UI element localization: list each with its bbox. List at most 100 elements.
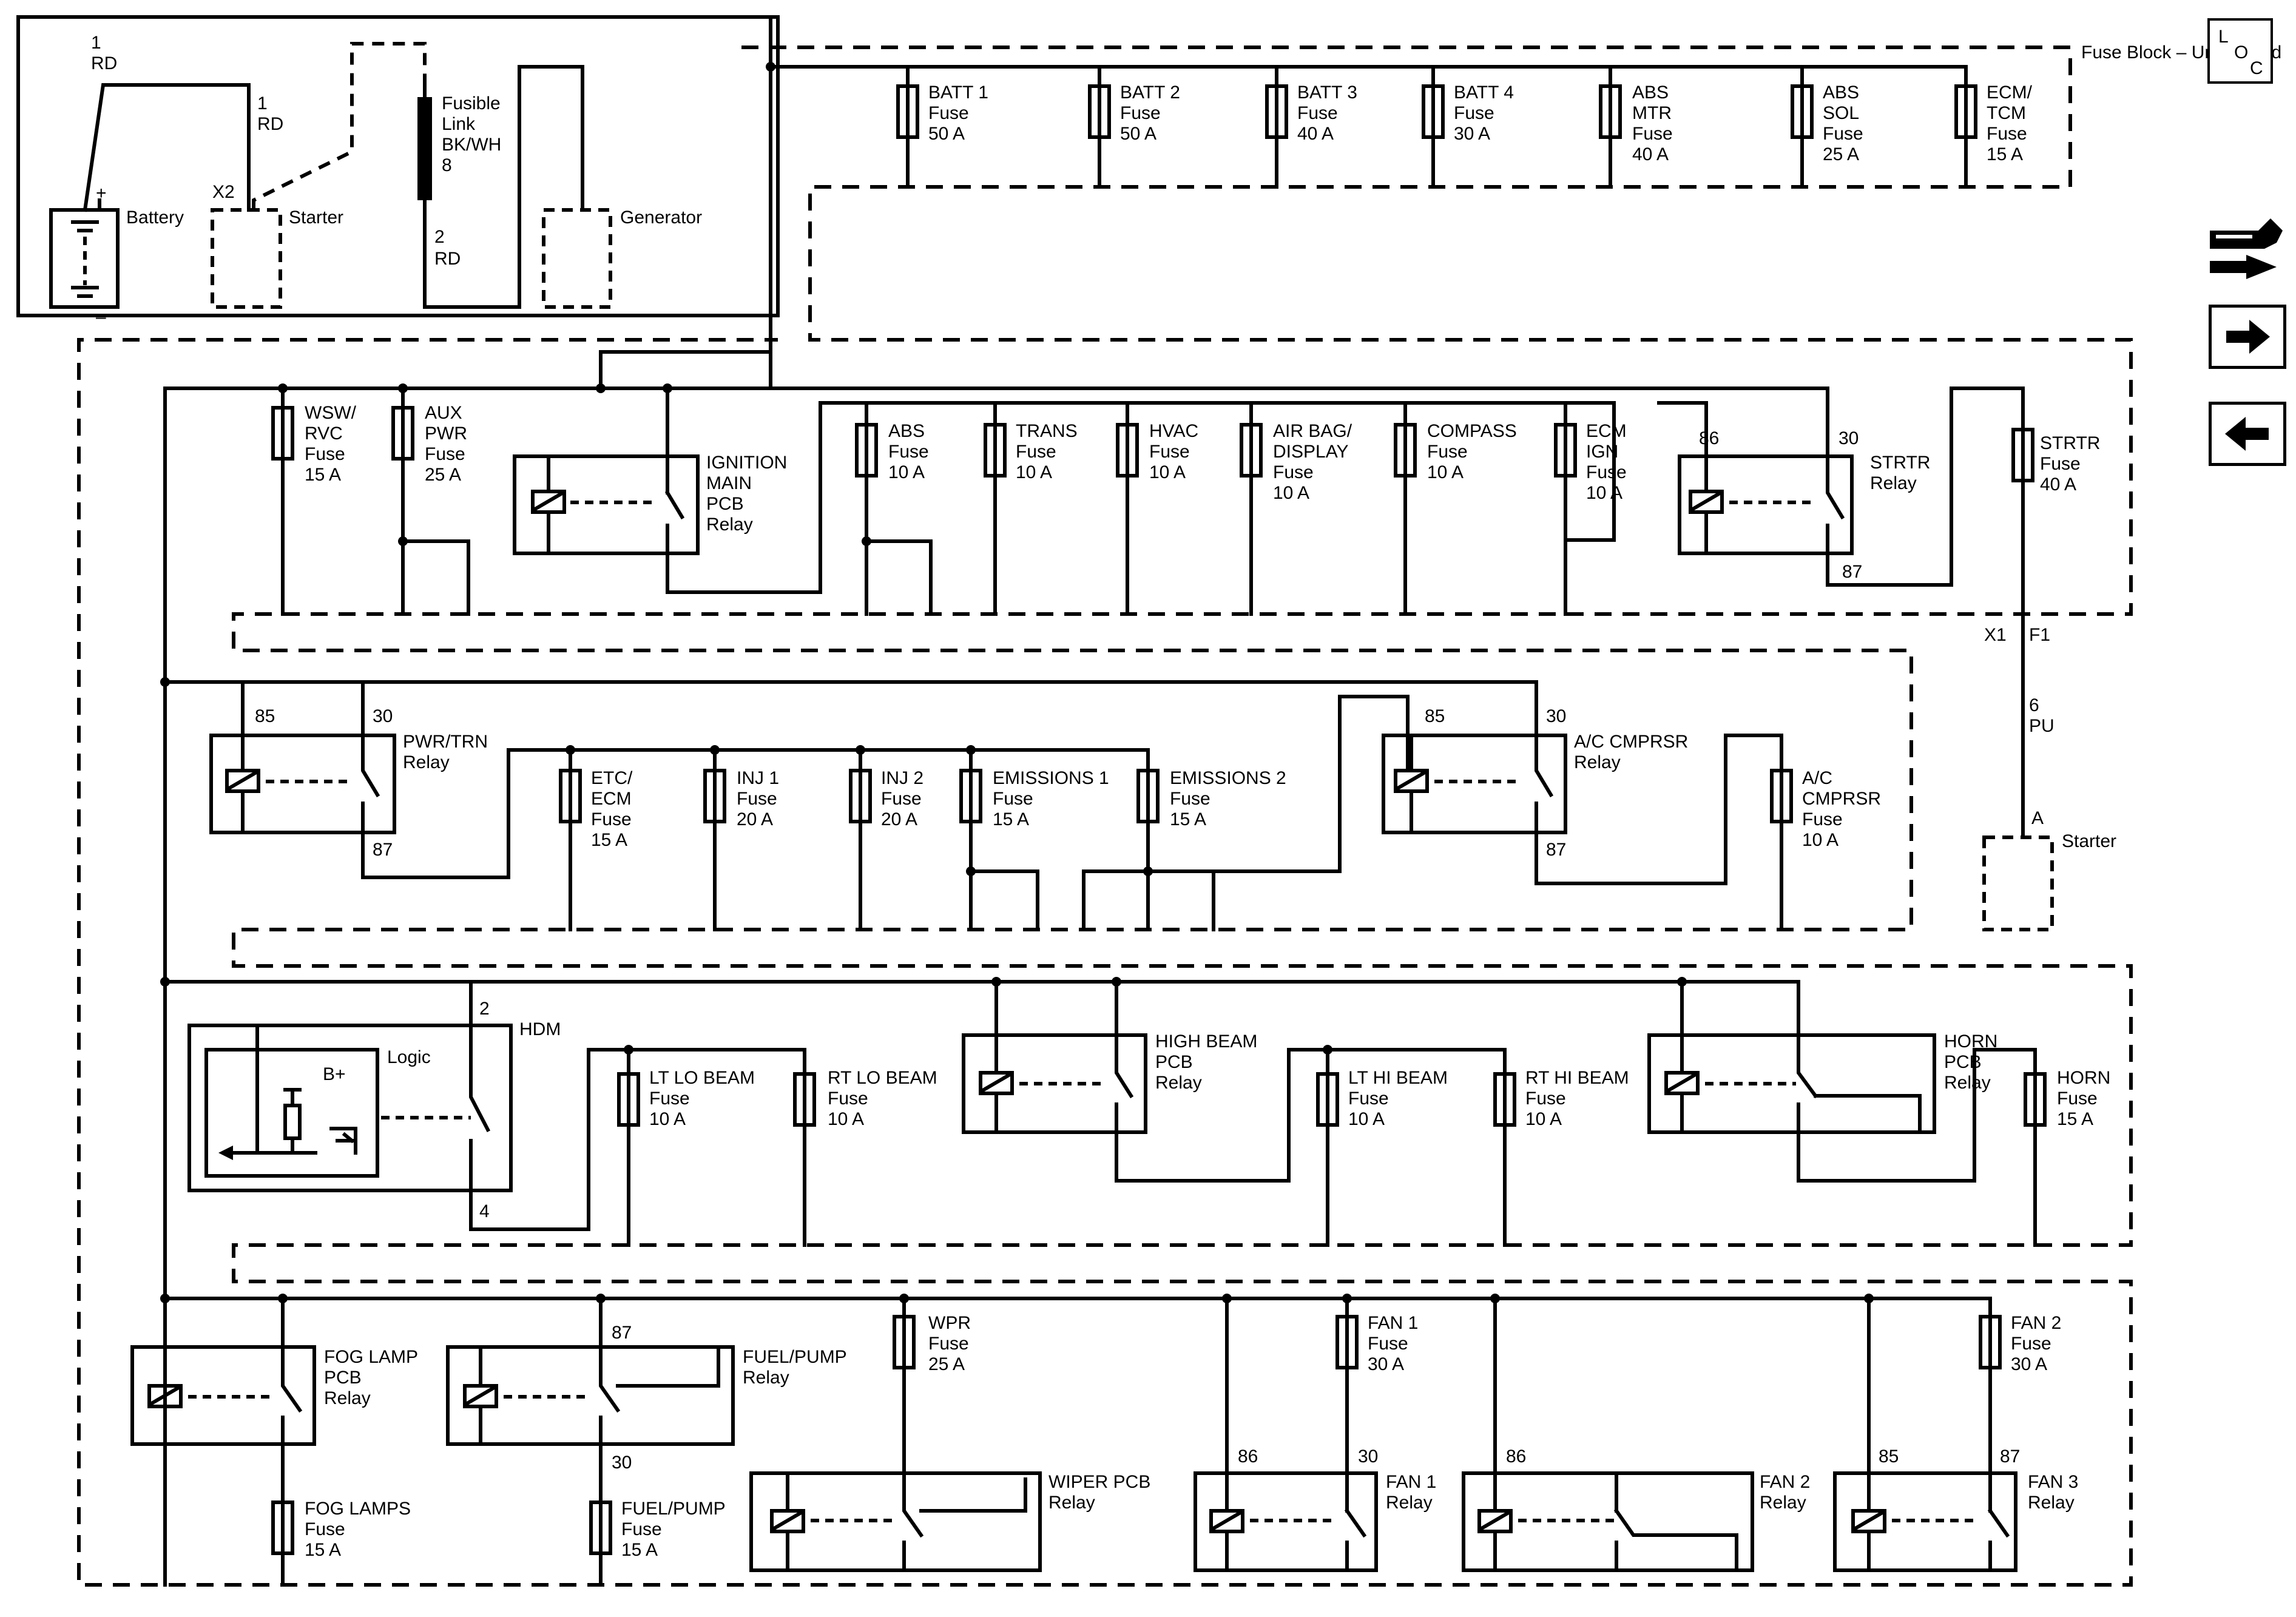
diagram-label: INJ 2 bbox=[881, 768, 923, 788]
diagram-label: COMPASS bbox=[1427, 421, 1517, 441]
diagram-label: BATT 1 bbox=[928, 83, 988, 103]
diagram-label: Relay bbox=[1870, 473, 1917, 493]
diagram-label: FOG LAMPS bbox=[305, 1499, 411, 1519]
fusible-link-l3: BK/WH bbox=[442, 135, 501, 155]
diagram-label: 87 bbox=[1546, 840, 1566, 860]
arrow-right-icon bbox=[2226, 320, 2270, 354]
diagram-label: A/C bbox=[1802, 768, 1832, 788]
diagram-label: 87 bbox=[612, 1323, 632, 1343]
diagram-label: DISPLAY bbox=[1273, 442, 1349, 462]
fusible-link: Fusible Link BK/WH 8 2 RD bbox=[417, 65, 584, 309]
diagram-label: Fuse bbox=[881, 789, 922, 809]
generator: Generator bbox=[542, 208, 702, 309]
diagram-label: HORN bbox=[2057, 1068, 2110, 1088]
diagram-label: Relay bbox=[1386, 1493, 1433, 1513]
diagram-label: IGNITION bbox=[706, 453, 787, 473]
starter-top: X2 Starter bbox=[211, 42, 427, 309]
diagram-label: HVAC bbox=[1149, 421, 1198, 441]
wire-1-num: 1 bbox=[91, 33, 101, 53]
diagram-label: 85 bbox=[1879, 1447, 1899, 1467]
connector-tool-icon[interactable] bbox=[2204, 206, 2289, 285]
diagram-label: WIPER PCB bbox=[1048, 1472, 1150, 1492]
next-page-button[interactable] bbox=[2209, 305, 2286, 369]
diagram-label: 10 A bbox=[1348, 1109, 1385, 1129]
diagram-label: B+ bbox=[323, 1064, 346, 1084]
diagram-label: AIR BAG/ bbox=[1273, 421, 1352, 441]
diagram-label: 10 A bbox=[1273, 483, 1309, 503]
diagram-label: 15 A bbox=[621, 1540, 658, 1560]
diagram-label: TRANS bbox=[1016, 421, 1078, 441]
diagram-label: A/C CMPRSR bbox=[1574, 732, 1688, 752]
diagram-label: Fuse bbox=[305, 1519, 345, 1539]
diagram-label: LT HI BEAM bbox=[1348, 1068, 1448, 1088]
diagram-label: 10 A bbox=[1802, 830, 1838, 850]
diagram-label: Logic bbox=[387, 1047, 431, 1067]
diagram-label: SOL bbox=[1823, 103, 1859, 123]
diagram-label: 15 A bbox=[305, 1540, 341, 1560]
diagram-label: 87 bbox=[373, 840, 393, 860]
diagram-label: Fuse bbox=[1368, 1334, 1408, 1354]
wire-4-color: PU bbox=[2029, 716, 2055, 736]
fusible-link-l1: Fusible bbox=[442, 93, 501, 113]
fusible-link-l2: Link bbox=[442, 114, 476, 134]
connector-x1: X1 bbox=[1984, 625, 2007, 645]
diagram-label: Fuse bbox=[1016, 442, 1056, 462]
diagram-label: 10 A bbox=[1149, 462, 1186, 482]
diagram-label: WSW/ bbox=[305, 403, 357, 423]
diagram-label: 30 A bbox=[1368, 1354, 1404, 1374]
diagram-label: 15 A bbox=[1170, 809, 1206, 829]
arrow-left-icon bbox=[2225, 417, 2269, 451]
diagram-label: TCM bbox=[1987, 103, 2026, 123]
generator-label: Generator bbox=[620, 208, 702, 228]
diagram-label: Fuse bbox=[888, 442, 929, 462]
location-icon[interactable]: L O C bbox=[2207, 18, 2273, 84]
diagram-label: 10 A bbox=[649, 1109, 686, 1129]
diagram-label: Fuse bbox=[928, 1334, 969, 1354]
fusible-link-l4: 8 bbox=[442, 155, 452, 175]
previous-page-button[interactable] bbox=[2209, 402, 2286, 466]
diagram-label: BATT 4 bbox=[1454, 83, 1514, 103]
diagram-label: 30 A bbox=[1454, 124, 1490, 144]
hdm-module: B+ Logic 2 4 HDM bbox=[187, 980, 806, 1247]
diagram-label: STRTR bbox=[2040, 433, 2100, 453]
diagram-label: Fuse bbox=[1987, 124, 2027, 144]
diagram-label: FAN 1 bbox=[1386, 1472, 1436, 1492]
diagram-label: Fuse bbox=[1348, 1089, 1389, 1109]
diagram-label: ETC/ bbox=[591, 768, 633, 788]
diagram-label: BATT 2 bbox=[1120, 83, 1180, 103]
starter-top-conn: X2 bbox=[212, 182, 235, 202]
diagram-label: Fuse bbox=[2040, 454, 2081, 474]
diagram-label: 10 A bbox=[828, 1109, 864, 1129]
diagram-label: 10 A bbox=[1016, 462, 1052, 482]
diagram-label: FAN 2 bbox=[2011, 1313, 2061, 1333]
diagram-label: 30 bbox=[373, 706, 393, 726]
diagram-label: ABS bbox=[888, 421, 925, 441]
diagram-label: Relay bbox=[1574, 752, 1621, 772]
diagram-label: 20 A bbox=[881, 809, 917, 829]
